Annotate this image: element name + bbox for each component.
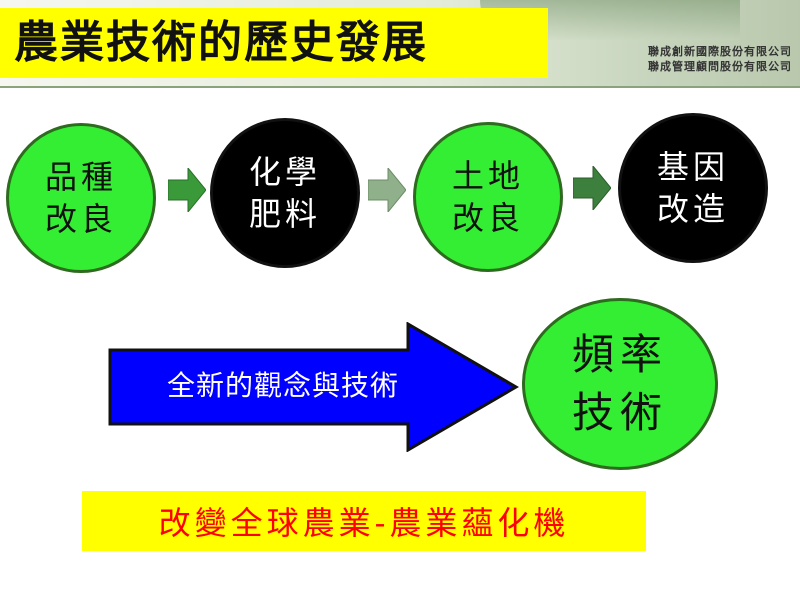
company-name-2: 聯成管理顧問股份有限公司 bbox=[648, 60, 792, 73]
result-circle: 頻率 技術 bbox=[522, 298, 718, 470]
stage-circle-breeding: 品種 改良 bbox=[6, 123, 156, 273]
stage-label: 品種 bbox=[44, 158, 117, 196]
stage-circle-genetic: 基因 改造 bbox=[618, 113, 768, 263]
bottom-banner: 改變全球農業-農業蘊化機 bbox=[82, 491, 646, 551]
stage-circle-fertilizer: 化學 肥料 bbox=[210, 118, 360, 268]
right-arrow-icon bbox=[573, 166, 611, 210]
stage-label: 土地 bbox=[451, 157, 524, 195]
result-label: 頻率 bbox=[571, 330, 668, 379]
big-arrow-label: 全新的觀念與技術 bbox=[166, 369, 399, 402]
stage-label: 肥料 bbox=[248, 195, 321, 233]
stage-label: 改良 bbox=[44, 200, 117, 238]
stage-circle-land: 土地 改良 bbox=[413, 122, 563, 272]
stage-label: 改造 bbox=[656, 190, 729, 228]
stage-label: 基因 bbox=[656, 148, 729, 186]
title-box: 農業技術的歷史發展 bbox=[0, 8, 548, 78]
big-right-arrow-icon bbox=[108, 322, 519, 452]
right-arrow-icon bbox=[368, 168, 406, 212]
page-title: 農業技術的歷史發展 bbox=[14, 17, 428, 68]
company-name-1: 聯成創新國際股份有限公司 bbox=[648, 45, 792, 58]
result-label: 技術 bbox=[571, 388, 668, 437]
header-divider bbox=[0, 86, 800, 88]
stage-label: 化學 bbox=[248, 153, 321, 191]
right-arrow-icon bbox=[168, 168, 206, 212]
bottom-banner-text: 改變全球農業-農業蘊化機 bbox=[158, 504, 570, 542]
company-names: 聯成創新國際股份有限公司 聯成管理顧問股份有限公司 bbox=[648, 44, 792, 74]
stage-label: 改良 bbox=[451, 199, 524, 237]
